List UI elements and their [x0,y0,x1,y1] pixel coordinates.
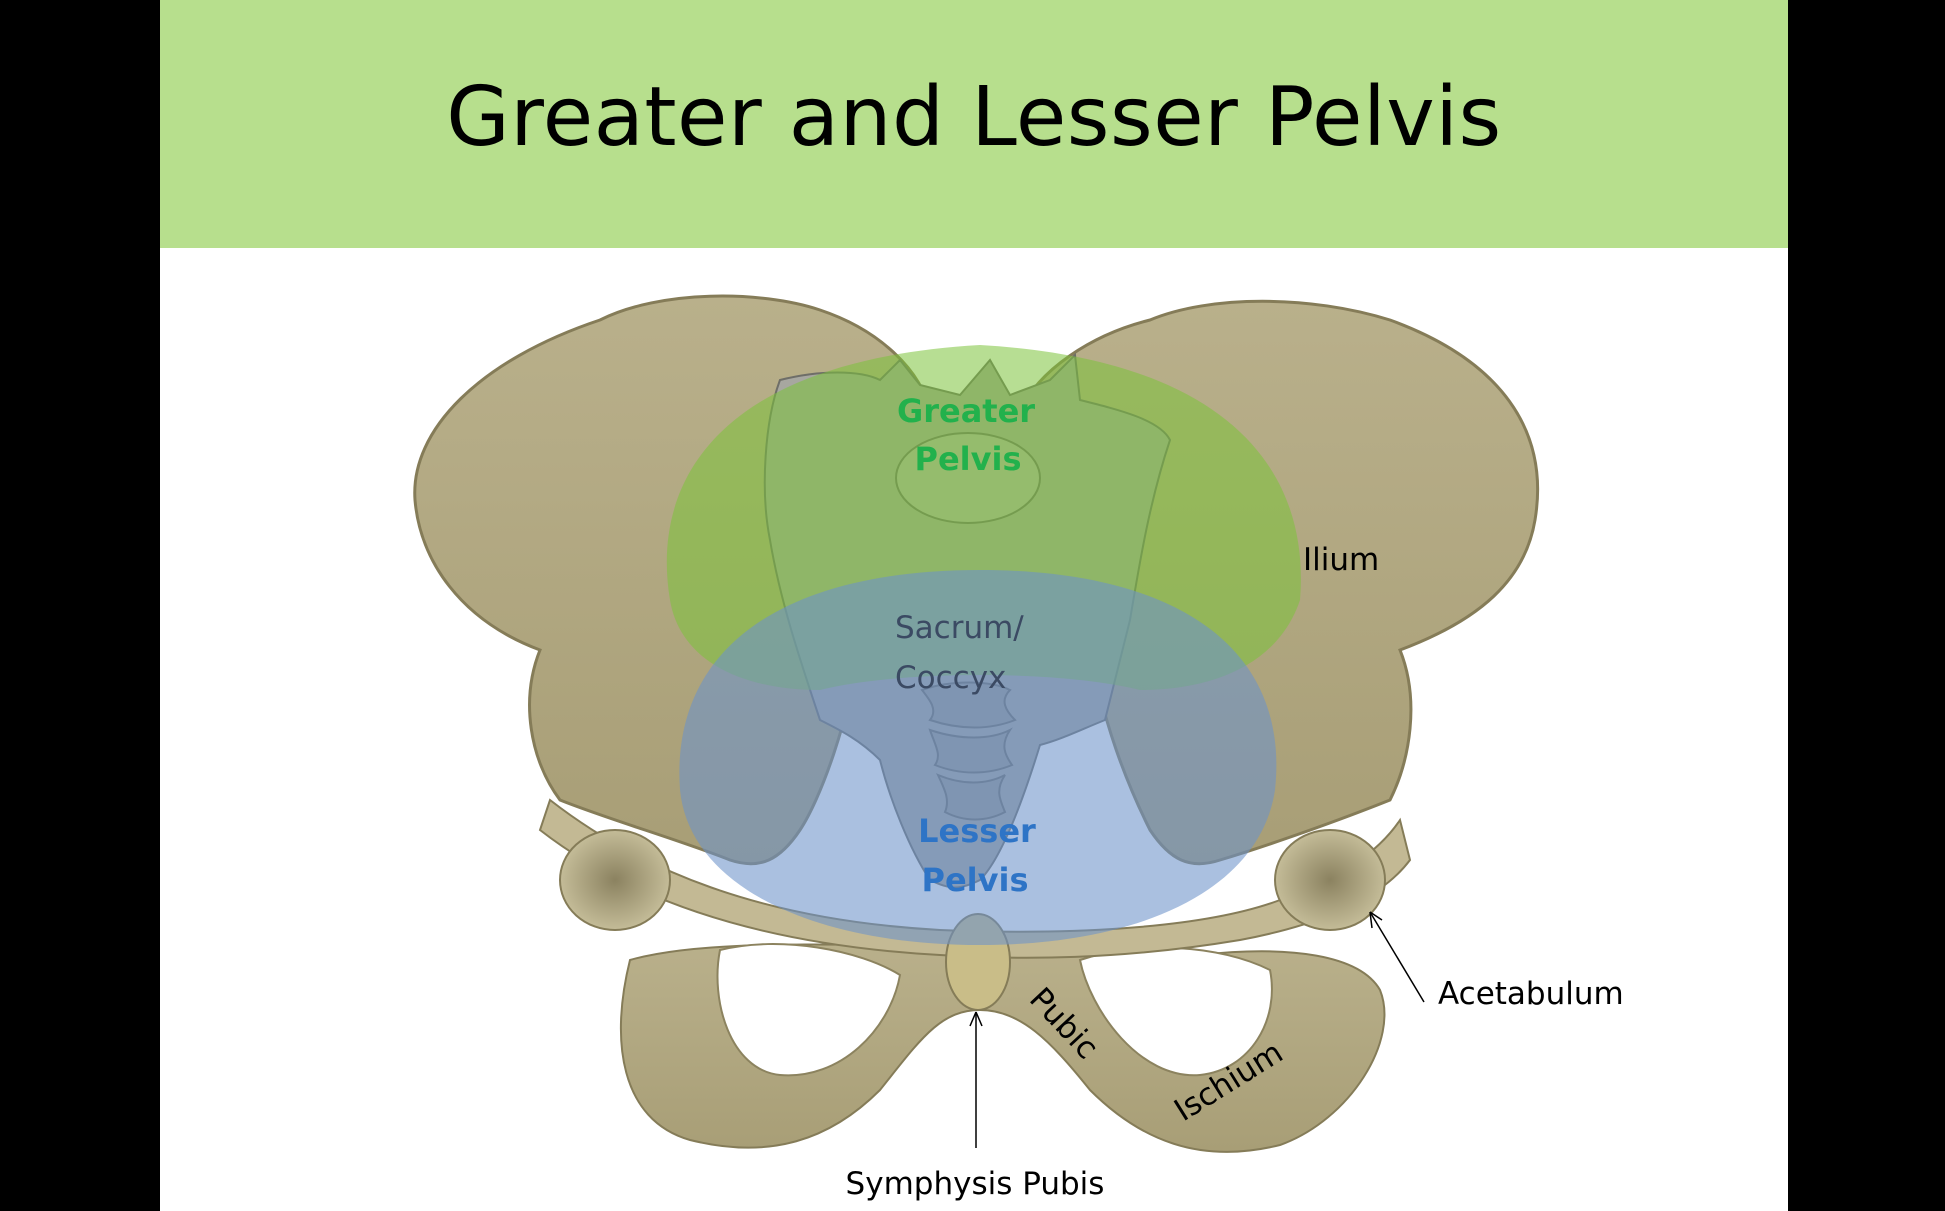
symphysis-pubis-label: Symphysis Pubis [846,1166,1105,1202]
acetabulum-left [559,829,671,931]
acetabulum-right [1274,829,1386,931]
ilium-label: Ilium [1303,542,1379,578]
pelvis-diagram: Greater Pelvis Sacrum/ Coccyx Lesser Pel… [413,294,1624,1202]
obturator-foramen-left [716,943,902,1077]
sacrum-label-line1: Sacrum/ [895,610,1024,646]
greater-pelvis-label-line2: Pelvis [915,440,1022,478]
acetabulum-leader [1369,911,1425,1003]
greater-pelvis-label-line1: Greater [897,392,1035,430]
symphysis-arrowhead [969,1011,983,1027]
lesser-pelvis-label-line1: Lesser [918,812,1036,850]
acetabulum-arrowhead [1369,911,1383,929]
acetabulum-label: Acetabulum [1438,976,1624,1012]
slide: Greater and Lesser Pelvis [160,0,1788,1211]
sacrum-label-line2: Coccyx [895,660,1006,696]
lesser-pelvis-region [679,570,1277,945]
lesser-pelvis-label-line2: Pelvis [922,861,1029,899]
title-band [160,0,1788,248]
slide-title: Greater and Lesser Pelvis [446,70,1502,165]
